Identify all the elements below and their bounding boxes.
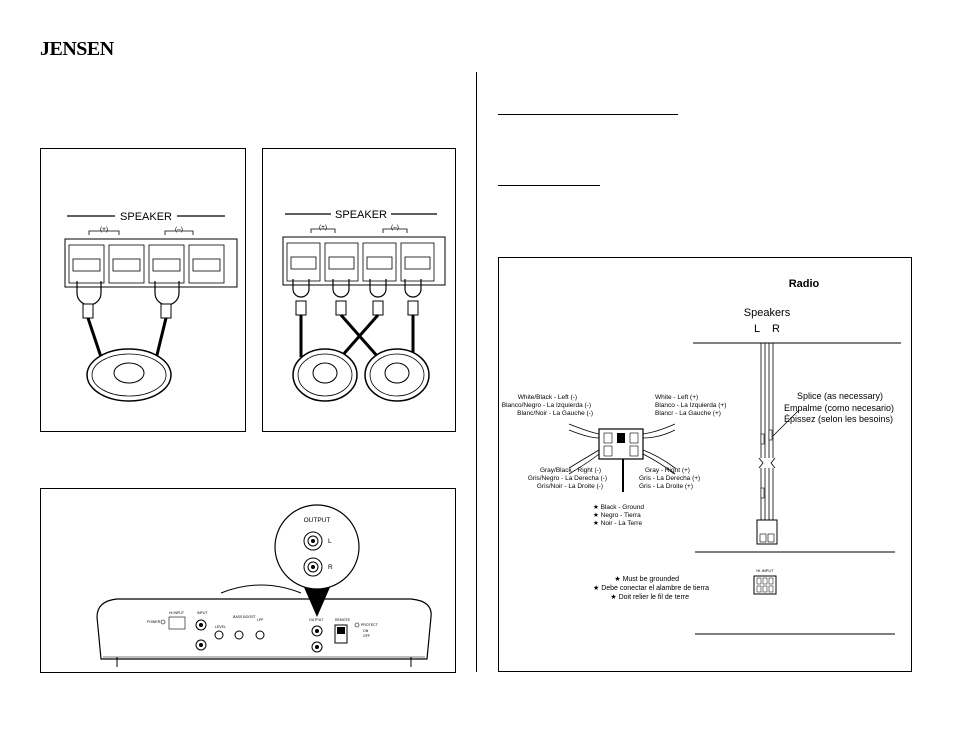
heading-underline-2 bbox=[498, 185, 600, 186]
output-r-label: R bbox=[328, 564, 333, 571]
speakers-label: Speakers bbox=[744, 307, 791, 319]
speakers-l-label: L bbox=[754, 323, 760, 335]
speaker-wiring-single-drawing: SPEAKER (+) (–) bbox=[64, 211, 238, 402]
brand-logo: JENSEN bbox=[40, 38, 114, 60]
wire-label: Blancr - La Gauche (+) bbox=[655, 410, 721, 417]
speaker-wiring-dual-drawing: SPEAKER (+) (–) bbox=[282, 209, 446, 402]
speaker-wiring-dual: SPEAKER (+) (–) bbox=[262, 148, 456, 432]
level-label: LEVEL bbox=[215, 625, 226, 629]
wire-label: Gris - La Derecha (+) bbox=[639, 475, 700, 482]
wire-label: Gray/Black - Right (-) bbox=[540, 467, 601, 474]
power-label: POWER bbox=[147, 620, 161, 624]
wire-label: White/Black - Left (-) bbox=[518, 394, 577, 401]
positive-label: (+) bbox=[319, 224, 327, 231]
ground-label: ★ Black - Ground bbox=[593, 504, 644, 511]
protect-label: PROTECT bbox=[361, 623, 379, 627]
negative-label: (–) bbox=[175, 226, 183, 233]
grounded-note: ★ Must be grounded bbox=[614, 575, 679, 583]
wire-label: Gray - Right (+) bbox=[645, 467, 690, 474]
grounded-note: ★ Debe conectar el alambre de tierra bbox=[593, 584, 709, 592]
output-small-label: OUTPUT bbox=[309, 618, 324, 622]
wire-label: Blanco/Negro - La Izquierda (-) bbox=[502, 402, 591, 409]
on-label: ON bbox=[363, 629, 369, 633]
wire-label: Blanco - La Izquierda (+) bbox=[655, 402, 726, 409]
wire-label: Gris - La Droite (+) bbox=[639, 483, 693, 490]
wiring-harness-drawing: Radio Speakers L R Splice (as necessary)… bbox=[502, 278, 901, 635]
heading-underline-1 bbox=[498, 114, 678, 115]
splice-label-es: Empalme (como necesario) bbox=[784, 403, 894, 413]
ground-label: ★ Negro - Tierra bbox=[593, 512, 641, 519]
remote-label: REMOTE bbox=[335, 618, 351, 622]
input-label: INPUT bbox=[197, 611, 208, 615]
bass-boost-label: BASS BOOST bbox=[233, 615, 256, 619]
column-divider bbox=[476, 72, 477, 672]
output-callout-label: OUTPUT bbox=[304, 517, 331, 524]
wire-label: Gris/Noir - La Droite (-) bbox=[537, 483, 603, 490]
splice-label-fr: Épissez (selon les besoins) bbox=[784, 414, 893, 424]
speaker-header: SPEAKER bbox=[335, 209, 387, 221]
radio-label: Radio bbox=[789, 278, 820, 290]
wiring-harness-panel: Radio Speakers L R Splice (as necessary)… bbox=[498, 257, 912, 672]
splice-label: Splice (as necessary) bbox=[797, 391, 883, 401]
hi-input-label: HI INPUT bbox=[169, 611, 185, 615]
output-l-label: L bbox=[328, 538, 332, 545]
negative-label: (–) bbox=[391, 224, 399, 231]
grounded-note: ★ Doit relier le fil de terre bbox=[610, 593, 689, 601]
speakers-r-label: R bbox=[772, 323, 780, 335]
wire-label: Blanc/Noir - La Gauche (-) bbox=[517, 410, 593, 417]
wire-label: Gris/Negro - La Derecha (-) bbox=[528, 475, 607, 482]
positive-label: (+) bbox=[100, 226, 108, 233]
off-label: OFF bbox=[363, 634, 370, 638]
hi-input-label: HI-INPUT bbox=[756, 568, 774, 573]
amplifier-panel: POWER HI INPUT INPUT LEVEL BASS BOOST LP… bbox=[40, 488, 456, 673]
lpf-label: LPF bbox=[257, 618, 263, 622]
wire-label: White - Left (+) bbox=[655, 394, 698, 401]
speaker-wiring-single: SPEAKER (+) (–) bbox=[40, 148, 246, 432]
speaker-header: SPEAKER bbox=[120, 211, 172, 223]
amplifier-drawing: POWER HI INPUT INPUT LEVEL BASS BOOST LP… bbox=[96, 504, 432, 667]
ground-label: ★ Noir - La Terre bbox=[593, 520, 642, 527]
